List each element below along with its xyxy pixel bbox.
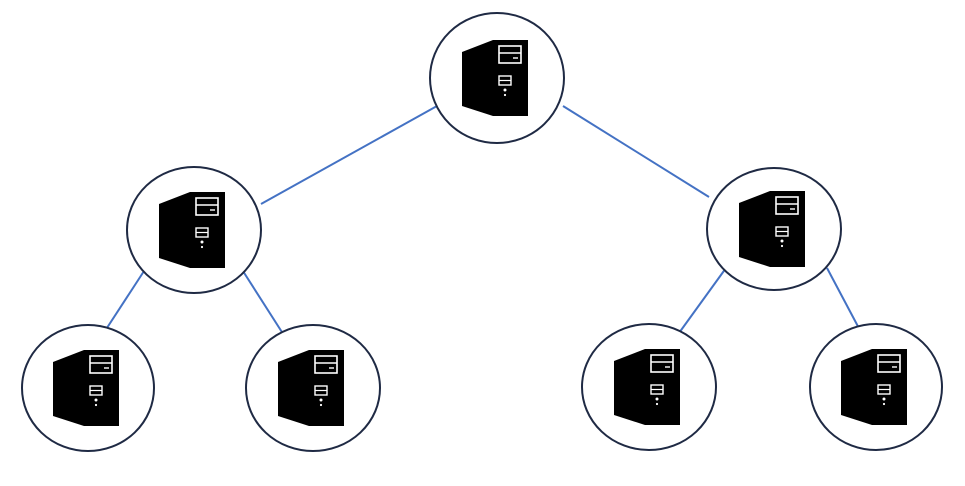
edge-root-to-mid-right (562, 105, 710, 198)
edge-mid-left-to-leaf-1 (102, 267, 147, 335)
server-node-mid-left (126, 166, 262, 294)
server-tower-icon (53, 350, 119, 426)
edge-layer (102, 105, 863, 341)
edge-mid-right-to-leaf-3 (678, 267, 727, 334)
server-tower-icon (739, 191, 805, 267)
server-tower-icon (462, 40, 528, 116)
edge-mid-right-to-leaf-4 (826, 267, 863, 335)
server-node-leaf-2 (245, 324, 381, 452)
edge-root-to-mid-left (260, 105, 438, 205)
server-node-mid-right (706, 167, 842, 291)
server-node-leaf-1 (21, 324, 155, 452)
node-layer (21, 12, 943, 452)
server-node-root (429, 12, 565, 144)
server-node-leaf-3 (581, 323, 717, 451)
server-tower-icon (159, 192, 225, 268)
server-tower-icon (841, 349, 907, 425)
server-tower-icon (278, 350, 344, 426)
server-node-leaf-4 (809, 323, 943, 451)
edge-mid-left-to-leaf-2 (240, 267, 288, 341)
server-tower-icon (614, 349, 680, 425)
